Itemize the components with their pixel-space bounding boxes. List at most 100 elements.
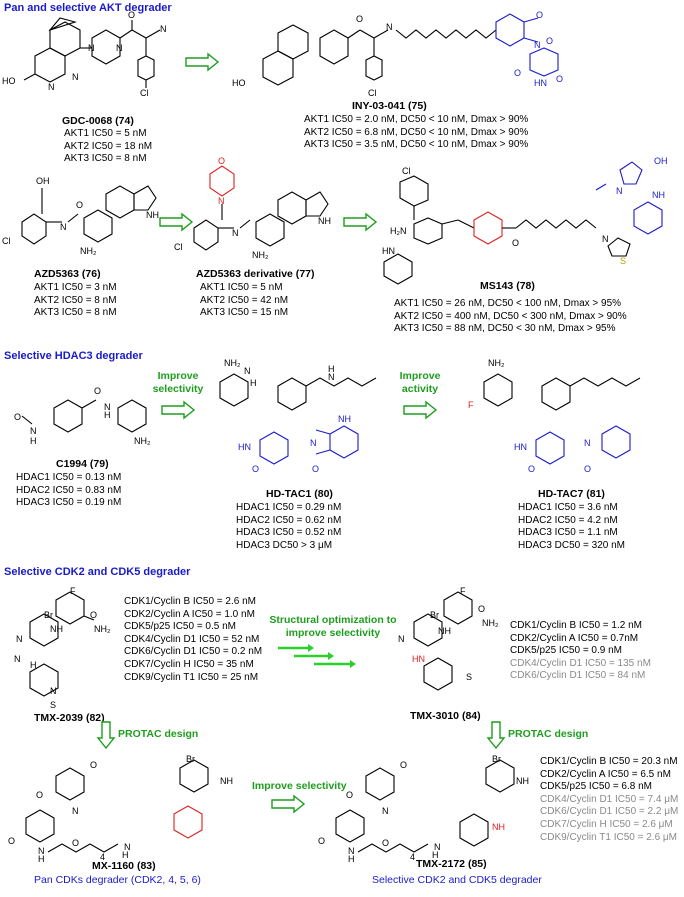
svg-text:O: O — [346, 790, 353, 800]
svg-text:N: N — [310, 438, 317, 448]
prop: CDK1/Cyclin B IC50 = 2.6 nM — [124, 596, 256, 607]
svg-text:HO: HO — [2, 76, 16, 86]
svg-text:N: N — [232, 228, 239, 238]
prop: AKT3 IC50 = 15 nM — [200, 307, 289, 319]
hollow-down-arrow-2 — [486, 721, 506, 750]
svg-text:N: N — [50, 686, 57, 696]
compound-name-85: TMX-2172 (85) — [416, 858, 487, 870]
svg-text:H: H — [348, 854, 355, 864]
svg-text:NH: NH — [220, 776, 233, 786]
props-80: HDAC1 IC50 = 0.29 nM HDAC2 IC50 = 0.62 n… — [236, 502, 341, 552]
section-title-cdk: Selective CDK2 and CDK5 degrader — [4, 566, 191, 578]
prop: CDK5/p25 IC50 = 0.9 nM — [510, 645, 623, 657]
svg-text:O: O — [514, 68, 521, 78]
prop: AKT3 IC50 = 88 nM, DC50 < 30 nM, Dmax > … — [394, 323, 616, 335]
prop: AKT2 IC50 = 42 nM — [200, 294, 289, 306]
svg-text:N: N — [398, 634, 405, 644]
svg-text:O: O — [584, 464, 591, 474]
prop: AKT2 IC50 = 400 nM, DC50 < 300 nM, Dmax … — [394, 310, 627, 322]
svg-text:N: N — [584, 438, 591, 448]
svg-text:N: N — [72, 72, 79, 82]
prop: AKT1 IC50 = 5 nM — [64, 128, 147, 139]
props-75: AKT1 IC50 = 2.0 nM, DC50 < 10 nM, Dmax >… — [304, 114, 528, 152]
prop: HDAC3 IC50 = 1.1 nM — [518, 527, 618, 539]
arrow-label-improve-selectivity: Improve selectivity — [152, 370, 204, 395]
structure-76: OH Cl N O NH₂ NH — [2, 176, 159, 256]
compound-name-75: INY-03-041 (75) — [352, 100, 427, 112]
prop: AKT2 IC50 = 18 nM — [64, 140, 153, 152]
svg-text:4: 4 — [410, 852, 415, 862]
svg-text:O: O — [128, 10, 135, 20]
compound-name-74: GDC-0068 (74) — [62, 115, 134, 127]
prop-inactive: CDK4/Cyclin D1 IC50 = 7.4 μM — [540, 793, 679, 805]
prop: HDAC1 IC50 = 0.29 nM — [236, 502, 342, 513]
structure-80-cereblon: NO OHN NH — [238, 414, 359, 474]
arrow-label-improve-selectivity-2: Improve selectivity — [252, 780, 347, 792]
svg-text:N: N — [244, 366, 251, 376]
svg-text:H: H — [122, 850, 129, 860]
svg-text:OH: OH — [654, 156, 668, 166]
green-triple-arrow — [278, 644, 356, 668]
svg-text:HO: HO — [232, 78, 246, 88]
prop: AKT1 IC50 = 5 nM — [200, 282, 283, 293]
prop-inactive: CDK7/Cyclin H IC50 = 2.6 μM — [540, 818, 673, 830]
svg-text:O: O — [512, 238, 519, 248]
svg-text:HN: HN — [514, 442, 527, 452]
svg-text:F: F — [460, 586, 466, 596]
svg-text:N: N — [434, 842, 441, 852]
structure-79: O NH ONH NH₂ — [14, 386, 151, 446]
structure-80: NH₂ NH HN — [219, 358, 377, 411]
svg-text:O: O — [14, 412, 21, 422]
svg-text:S: S — [50, 700, 56, 710]
svg-text:O: O — [478, 604, 485, 614]
prop: CDK5/p25 IC50 = 0.5 nM — [124, 621, 237, 633]
prop: AKT3 IC50 = 8 nM — [34, 307, 117, 319]
svg-text:HN: HN — [382, 246, 395, 256]
caption-83: Pan CDKs degrader (CDK2, 4, 5, 6) — [34, 874, 201, 886]
section-title-akt: Pan and selective AKT degrader — [4, 2, 172, 14]
prop: HDAC3 DC50 = 320 nM — [518, 539, 625, 551]
svg-text:N: N — [48, 82, 55, 92]
svg-text:NH: NH — [516, 776, 529, 786]
prop: HDAC3 DC50 > 3 μM — [236, 539, 333, 551]
prop: AKT1 IC50 = 26 nM, DC50 < 100 nM, Dmax >… — [394, 298, 622, 309]
prop: CDK2/Cyclin A IC50 = 6.5 nM — [540, 768, 671, 780]
svg-text:N: N — [30, 426, 37, 436]
svg-text:NH: NH — [438, 626, 451, 636]
hollow-arrow-3 — [343, 212, 378, 232]
prop-inactive: CDK9/Cyclin T1 IC50 = 2.6 μM — [540, 831, 678, 843]
prop: AKT2 IC50 = 8 nM — [34, 294, 117, 306]
svg-text:O: O — [356, 14, 363, 24]
prop: AKT1 IC50 = 3 nM — [34, 282, 117, 293]
hollow-arrow-1 — [185, 52, 220, 72]
svg-text:NH: NH — [652, 190, 665, 200]
prop-inactive: CDK6/Cyclin D1 IC50 = 84 nM — [510, 670, 646, 682]
structure-78-vhl: OH N NH SN — [595, 156, 668, 266]
svg-text:N: N — [616, 186, 623, 196]
svg-text:O: O — [400, 760, 407, 770]
caption-85: Selective CDK2 and CDK5 degrader — [372, 874, 542, 886]
svg-text:NH₂: NH₂ — [80, 246, 97, 256]
svg-text:O: O — [72, 838, 79, 848]
prop: CDK7/Cyclin H IC50 = 35 nM — [124, 658, 254, 670]
svg-text:Cl: Cl — [402, 166, 411, 176]
prop-inactive: CDK4/Cyclin D1 IC50 = 135 nM — [510, 657, 651, 669]
svg-text:HN: HN — [534, 78, 547, 88]
svg-text:Cl: Cl — [368, 88, 377, 98]
props-81: HDAC1 IC50 = 3.6 nM HDAC2 IC50 = 4.2 nM … — [518, 502, 625, 552]
compound-name-84: TMX-3010 (84) — [410, 710, 481, 722]
svg-text:NH₂: NH₂ — [134, 436, 151, 446]
prop: AKT3 IC50 = 8 nM — [64, 153, 147, 165]
prop: CDK9/Cyclin T1 IC50 = 25 nM — [124, 671, 259, 683]
svg-text:N: N — [116, 43, 123, 53]
svg-text:H: H — [432, 850, 439, 860]
hollow-arrow-4 — [161, 400, 196, 420]
svg-text:O: O — [536, 10, 543, 20]
props-85: CDK1/Cyclin B IC50 = 20.3 nM CDK2/Cyclin… — [540, 756, 678, 844]
svg-text:NH: NH — [338, 414, 351, 424]
svg-text:O: O — [90, 760, 97, 770]
svg-text:OH: OH — [36, 176, 50, 186]
prop: CDK5/p25 IC50 = 6.8 nM — [540, 781, 653, 793]
